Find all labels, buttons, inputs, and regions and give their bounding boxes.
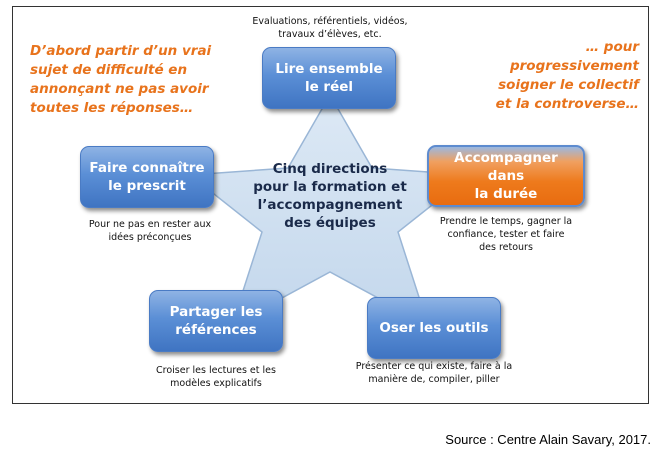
box-faire-connaitre: Faire connaître le prescrit (80, 146, 214, 208)
box-oser-outils: Oser les outils (367, 297, 501, 359)
note-left: Pour ne pas en rester aux idées préconçu… (88, 219, 212, 243)
note-bottom-left: Croiser les lectures et les modèles expl… (156, 365, 276, 389)
source-caption: Source : Centre Alain Savary, 2017. (445, 432, 651, 447)
note-right: Prendre le temps, gagner la confiance, t… (439, 216, 573, 253)
quote-left: D’abord partir d’un vrai sujet de diffic… (30, 43, 212, 116)
quote-right: … pour progressivement soigner le collec… (495, 39, 639, 112)
center-title: Cinq directions pour la formation et l’a… (253, 161, 407, 231)
box-accompagner: Accompagner dans la durée (427, 145, 585, 207)
box-partager: Partager les références (149, 290, 283, 352)
note-top: Evaluations, référentiels, vidéos, trava… (252, 16, 408, 40)
note-bottom-right: Présenter ce qui existe, faire à la mani… (355, 361, 513, 385)
box-lire-ensemble: Lire ensemble le réel (262, 47, 396, 109)
